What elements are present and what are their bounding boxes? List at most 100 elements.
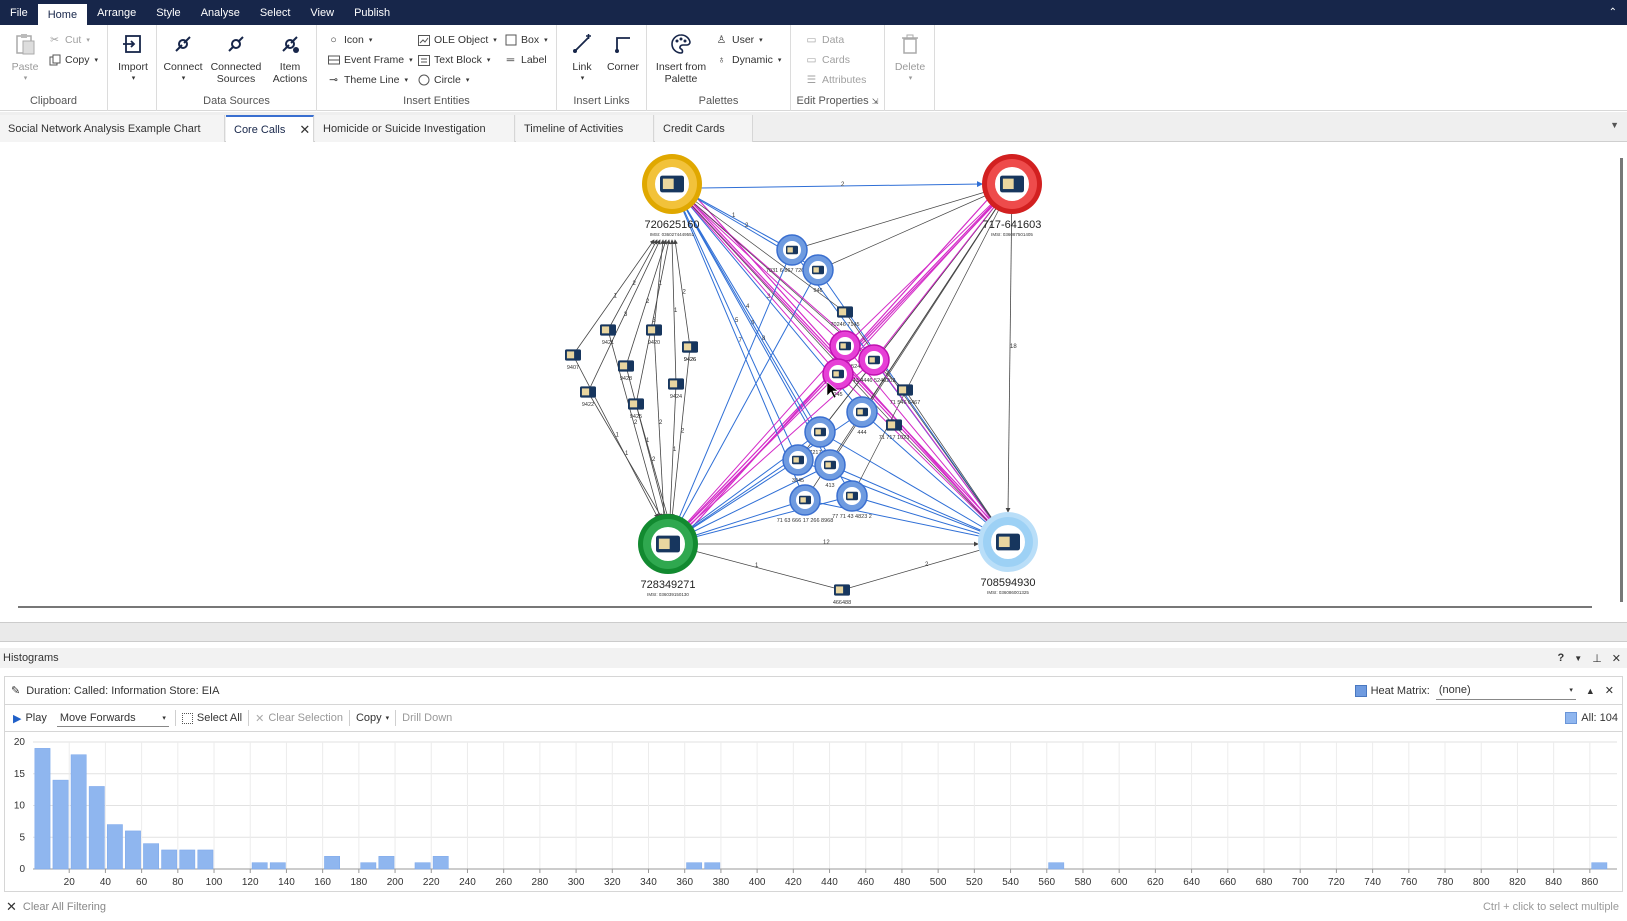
histogram-bar[interactable] [52, 779, 69, 870]
text-block-button[interactable]: Text Block▾ [417, 51, 490, 69]
menu-analyse[interactable]: Analyse [200, 6, 240, 19]
cut-button[interactable]: ✂Cut▾ [48, 31, 90, 49]
link-count-label: 8 [762, 336, 766, 342]
connected-sources-button[interactable]: Connected Sources [207, 31, 265, 85]
copy-histogram-button[interactable]: Copy [355, 712, 382, 724]
menu-home[interactable]: Home [37, 4, 88, 25]
call-link [587, 391, 663, 519]
panel-menu-icon[interactable]: ▼ [1574, 653, 1583, 663]
menu-arrange[interactable]: Arrange [97, 6, 137, 19]
histogram-bar[interactable] [324, 856, 340, 870]
select-all-button[interactable]: Select All [196, 712, 243, 724]
cards-button[interactable]: ▭Cards [805, 51, 850, 69]
panel-close-icon[interactable]: ✕ [1611, 652, 1621, 665]
vertical-scrollbar[interactable] [1620, 158, 1623, 602]
label-button[interactable]: ═Label [504, 51, 547, 69]
circle-button[interactable]: Circle▾ [417, 71, 469, 89]
move-up-icon[interactable]: ▲ [1585, 685, 1595, 696]
theme-line-button[interactable]: ⊸Theme Line▾ [327, 71, 408, 89]
play-icon[interactable]: ▶ [13, 712, 22, 725]
heat-matrix-dropdown[interactable]: (none)▾ [1435, 682, 1576, 700]
clear-selection-button[interactable]: Clear Selection [268, 712, 343, 724]
ole-object-button[interactable]: OLE Object▾ [417, 31, 497, 49]
menu-view[interactable]: View [310, 6, 335, 19]
icon-button[interactable]: ○Icon▾ [327, 31, 372, 49]
histogram-bar[interactable] [143, 843, 159, 870]
card-phone-node: 466488 [833, 584, 851, 606]
histogram-bar[interactable] [106, 824, 123, 870]
histogram-bar[interactable] [161, 849, 178, 870]
pencil-icon[interactable]: ✎ [11, 685, 21, 697]
link-button[interactable]: Link▾ [567, 31, 597, 85]
tab-credit-cards[interactable]: Credit Cards [655, 115, 753, 142]
dialog-launcher-icon[interactable]: ⇲ [871, 97, 879, 106]
link-count-label: 5 [735, 318, 739, 324]
histogram-bar[interactable] [1048, 862, 1065, 870]
item-actions-button[interactable]: Item Actions [267, 31, 313, 85]
histogram-bar[interactable] [686, 862, 703, 870]
corner-button[interactable]: Corner [603, 31, 643, 73]
remove-histogram-icon[interactable]: ✕ [1604, 685, 1614, 697]
histogram-bar[interactable] [70, 754, 87, 870]
histogram-bar[interactable] [197, 849, 214, 870]
histogram-bar[interactable] [269, 862, 286, 870]
x-tick-label: 320 [604, 877, 621, 888]
call-link [667, 383, 677, 519]
chart-canvas[interactable]: 1812211223112213211221234567812720625160… [0, 142, 1627, 622]
delete-button[interactable]: Delete▾ [891, 31, 929, 85]
drill-down-button[interactable]: Drill Down [402, 712, 453, 724]
menu-select[interactable]: Select [259, 6, 291, 19]
histogram-bar[interactable] [432, 856, 449, 870]
data-button[interactable]: ▭Data [805, 31, 845, 49]
horizontal-scrollbar[interactable] [18, 606, 1592, 608]
menu-style[interactable]: Style [156, 6, 181, 19]
node-label: 9421 [602, 340, 614, 346]
histogram-bar[interactable] [251, 862, 268, 870]
histogram-bar[interactable] [1591, 862, 1608, 870]
menu-publish[interactable]: Publish [354, 6, 391, 19]
paste-button[interactable]: Paste▾ [8, 31, 42, 85]
help-icon[interactable]: ? [1557, 652, 1565, 664]
call-link [671, 183, 806, 501]
histogram-bar[interactable] [34, 748, 51, 870]
user-palette-button[interactable]: ♙User▾ [716, 34, 763, 46]
histogram-bar[interactable] [414, 862, 431, 870]
box-button[interactable]: Box▾ [504, 31, 548, 49]
histogram-bar[interactable] [704, 862, 721, 870]
link-count-label: 1 [646, 438, 650, 444]
direction-dropdown[interactable]: Move Forwards▾ [56, 709, 169, 727]
clear-filter-icon[interactable]: ✕ [6, 899, 17, 914]
histogram-bar[interactable] [378, 856, 395, 870]
tab-overflow-chevron-icon[interactable]: ▼ [1610, 120, 1619, 130]
import-button[interactable]: Import▾ [114, 31, 152, 85]
menu-file[interactable]: File [10, 6, 28, 19]
call-link [625, 239, 668, 367]
event-frame-button[interactable]: Event Frame▾ [327, 51, 413, 69]
x-tick-label: 100 [206, 877, 223, 888]
histogram-bar[interactable] [360, 862, 377, 870]
histogram-bar[interactable] [88, 786, 105, 870]
hub-imsi-label: IMSI: 036039150130 [647, 592, 689, 597]
play-button[interactable]: Play [25, 712, 47, 724]
tab-social-network-analysis[interactable]: Social Network Analysis Example Chart [0, 115, 225, 142]
edit-properties-group-label: Edit Properties ⇲ [796, 95, 879, 107]
link-count-label: 2 [683, 290, 687, 296]
clear-all-filtering-button[interactable]: Clear All Filtering [22, 901, 107, 913]
insert-from-palette-button[interactable]: Insert from Palette [653, 31, 709, 85]
tab-homicide-investigation[interactable]: Homicide or Suicide Investigation [315, 115, 515, 142]
pin-icon[interactable]: ⊥ [1592, 652, 1602, 665]
histogram-bar[interactable] [179, 849, 196, 870]
connect-button[interactable]: Connect▾ [163, 31, 203, 85]
tab-core-calls[interactable]: Core Calls✕ [226, 115, 314, 142]
panel-splitter[interactable] [0, 622, 1627, 642]
collapse-ribbon-icon[interactable]: ⌃ [1608, 7, 1617, 18]
attributes-button[interactable]: ☰Attributes [805, 71, 867, 89]
histogram-bar[interactable] [125, 830, 141, 870]
dynamic-palette-button[interactable]: ♁Dynamic▾ [715, 51, 782, 69]
network-graph[interactable]: 1812211223112213211221234567812720625160… [0, 142, 1627, 622]
copy-button[interactable]: Copy▾ [48, 51, 98, 69]
tab-timeline-of-activities[interactable]: Timeline of Activities [516, 115, 654, 142]
close-icon[interactable]: ✕ [299, 121, 311, 137]
